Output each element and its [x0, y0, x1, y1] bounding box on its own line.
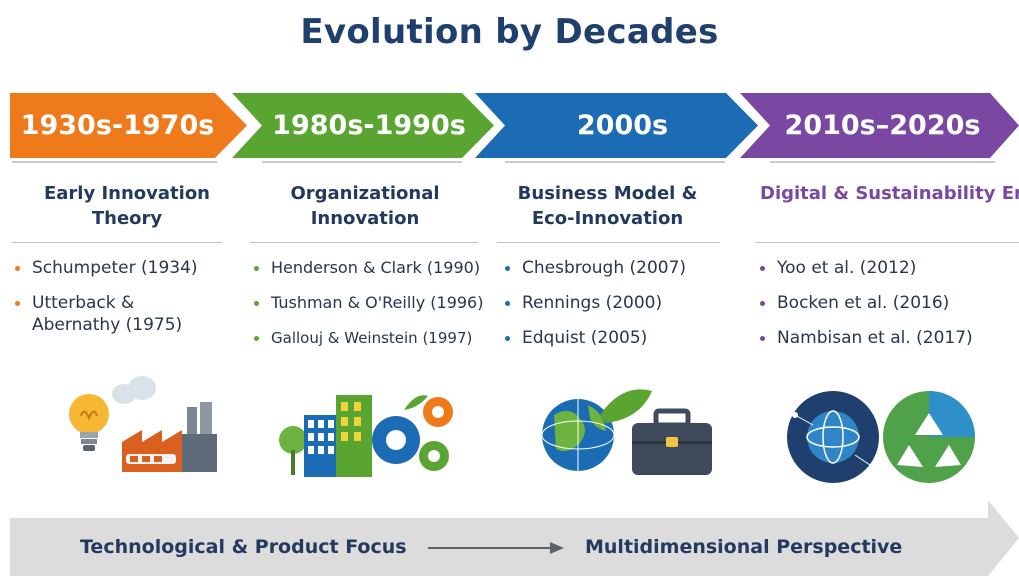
buildings-icon [304, 395, 372, 477]
gears-icon [372, 395, 453, 471]
digital-sustainability-illustration [787, 391, 975, 483]
bullet-icon [505, 301, 510, 306]
reference-list-1930s: Schumpeter (1934) Utterback &Abernathy (… [12, 257, 227, 349]
list-item: Yoo et al. (2012) [757, 257, 1012, 279]
list-item: Schumpeter (1934) [12, 257, 227, 279]
bullet-icon [505, 266, 510, 271]
chevron-shadow [505, 161, 725, 163]
digital-globe-icon [787, 391, 879, 483]
recycle-icon [883, 391, 975, 483]
divider [755, 242, 1019, 243]
list-item: Nambisan et al. (2017) [757, 327, 1012, 349]
era-period-label: 1930s-1970s [20, 110, 215, 141]
era-heading: Organizational Innovation [290, 183, 440, 229]
bullet-icon [505, 336, 510, 341]
reference-list-2000s: Chesbrough (2007) Rennings (2000) Edquis… [502, 257, 732, 362]
era-heading: Digital & Sustainability Era [760, 183, 1019, 204]
list-item: Chesbrough (2007) [502, 257, 732, 279]
arrow-right-icon [428, 542, 564, 554]
focus-shift-arrow-band [10, 500, 1019, 576]
globe-leaf-icon [541, 389, 652, 471]
bullet-icon [254, 266, 259, 271]
era-chevron-2000s: 2000s [475, 93, 758, 158]
bullet-icon [254, 336, 259, 341]
to-focus-label: Multidimensional Perspective [585, 536, 903, 558]
list-item: Bocken et al. (2016) [757, 292, 1012, 314]
green-chevron-shape [232, 93, 494, 158]
reference-list-1980s: Henderson & Clark (1990) Tushman & O'Rei… [251, 257, 491, 362]
blue-chevron-shape [475, 93, 758, 158]
factory-icon [112, 376, 217, 472]
list-item: Utterback &Abernathy (1975) [12, 292, 227, 336]
divider [12, 242, 222, 243]
briefcase-icon [632, 408, 712, 475]
era-chevron-2010s: 2010s–2020s [740, 93, 1019, 158]
list-item: Henderson & Clark (1990) [251, 257, 491, 279]
era-heading: Early Innovation Theory [43, 183, 211, 229]
tree-icon [279, 426, 307, 475]
list-item: Rennings (2000) [502, 292, 732, 314]
chevron-shadow [262, 161, 462, 163]
business-eco-illustration [541, 389, 712, 475]
chevron-shadow [770, 161, 995, 163]
orange-chevron-shape [10, 93, 247, 158]
bullet-icon [760, 301, 765, 306]
purple-chevron-shape [740, 93, 1019, 158]
list-item: Tushman & O'Reilly (1996) [251, 292, 491, 314]
from-focus-label: Technological & Product Focus [80, 536, 407, 558]
bullet-icon [15, 301, 20, 306]
bullet-icon [15, 266, 20, 271]
lightbulb-factory-illustration [69, 376, 217, 472]
organization-illustration [279, 395, 453, 477]
era-period-label: 2000s [576, 110, 669, 141]
divider [250, 242, 478, 243]
lightbulb-icon [69, 394, 109, 451]
era-period-label: 1980s-1990s [272, 110, 466, 141]
era-period-label: 2010s–2020s [784, 110, 981, 141]
page-title: Evolution by Decades [300, 12, 719, 52]
chevron-shadow [12, 161, 217, 163]
era-heading: Business Model & Eco-Innovation [517, 183, 698, 229]
divider [497, 242, 720, 243]
list-item: Gallouj & Weinstein (1997) [251, 327, 491, 349]
bullet-icon [760, 266, 765, 271]
bullet-icon [760, 336, 765, 341]
era-chevron-1930s: 1930s-1970s [10, 93, 247, 158]
reference-list-2010s: Yoo et al. (2012) Bocken et al. (2016) N… [757, 257, 1012, 362]
list-item: Edquist (2005) [502, 327, 732, 349]
bullet-icon [254, 301, 259, 306]
era-chevron-1980s: 1980s-1990s [232, 93, 494, 158]
